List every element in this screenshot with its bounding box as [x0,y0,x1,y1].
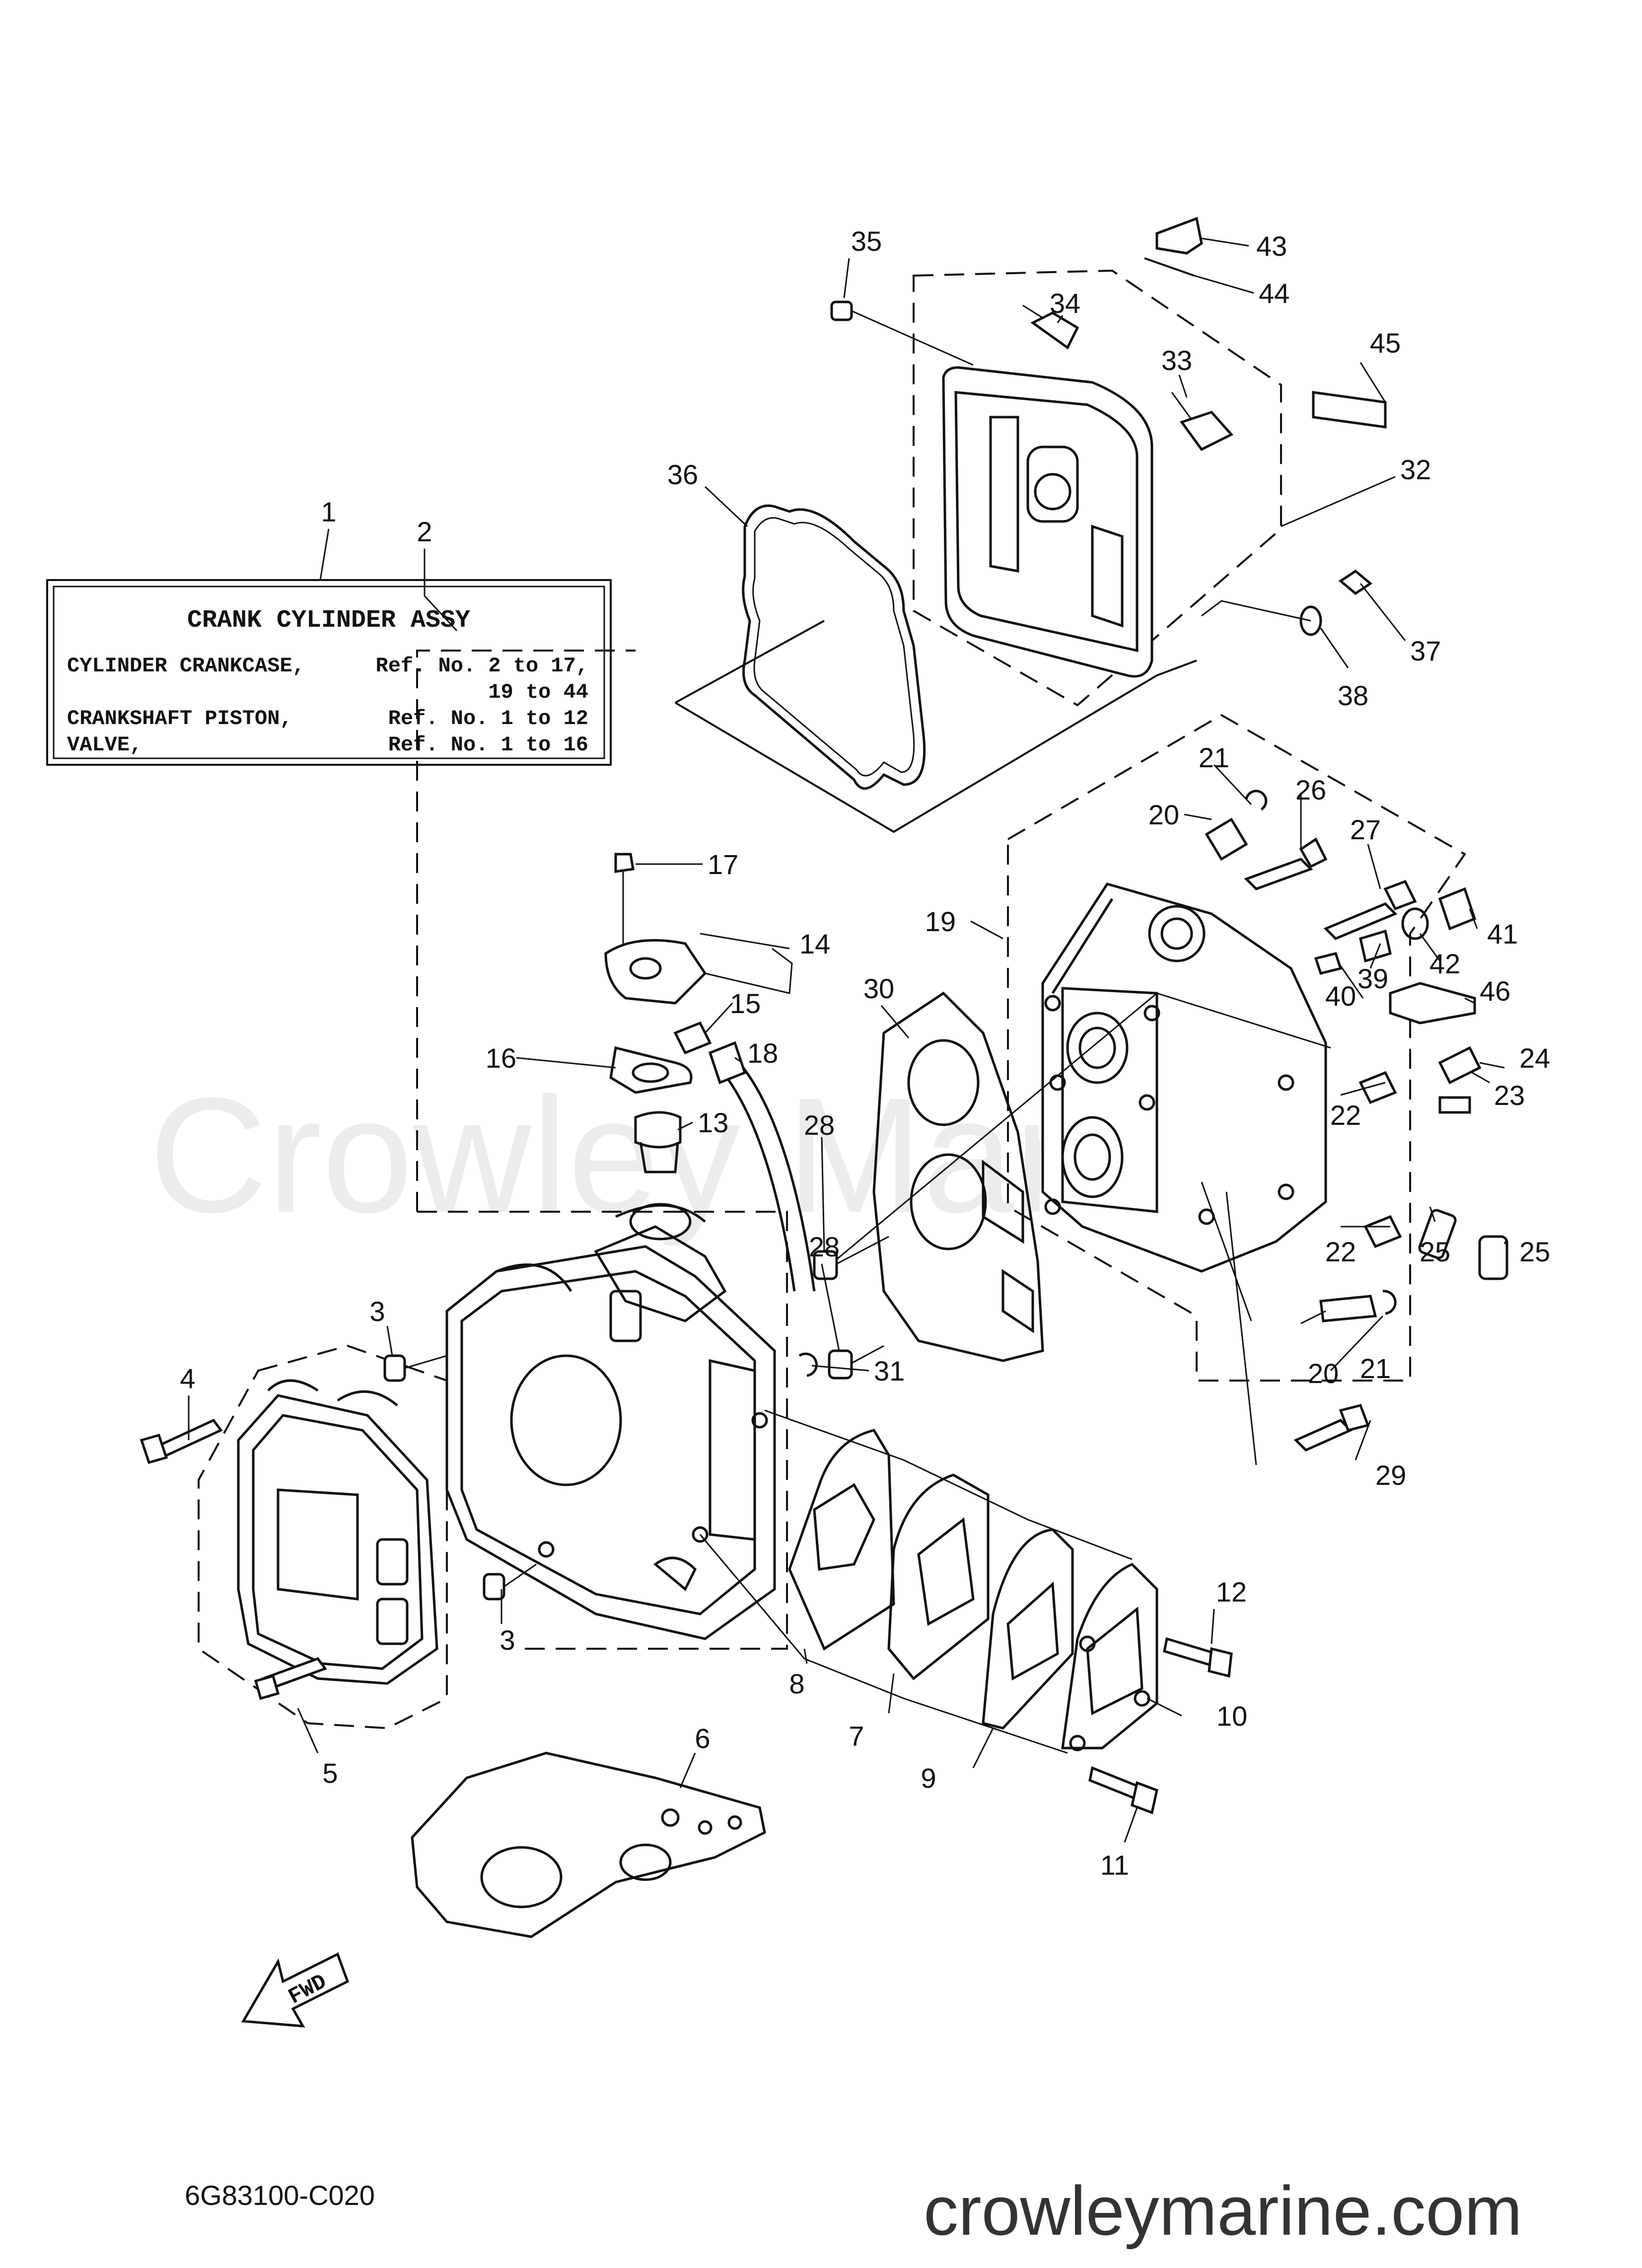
callout-21b: 21 [1360,1353,1391,1384]
callout-17: 17 [708,849,738,880]
callout-20b: 20 [1308,1358,1339,1389]
callout-leaders [188,237,1508,1843]
callout-3b: 3 [500,1624,515,1656]
website-text: crowleymarine.com [924,2172,1522,2250]
callout-30: 30 [863,973,894,1004]
callout-15: 15 [730,988,761,1019]
callout-7: 7 [849,1720,864,1752]
callout-33: 33 [1161,345,1192,376]
callout-12: 12 [1216,1576,1247,1608]
callout-25a: 25 [1420,1236,1450,1267]
callout-27: 27 [1350,814,1381,845]
callout-21a: 21 [1199,742,1229,773]
title-box-row4-ref: Ref. No. 1 to 16 [388,733,588,757]
callout-24: 24 [1519,1042,1550,1074]
crankcase-group [140,650,1233,1938]
callout-43: 43 [1256,230,1287,262]
callout-34: 34 [1050,288,1080,319]
callout-42: 42 [1429,948,1460,979]
callout-3a: 3 [369,1296,385,1327]
title-box-row3-ref: Ref. No. 1 to 12 [388,707,588,731]
callout-44: 44 [1259,278,1289,309]
callout-38: 38 [1338,680,1368,711]
callout-4: 4 [180,1363,195,1394]
callout-45: 45 [1370,327,1401,359]
callout-22a: 22 [1330,1099,1361,1131]
callout-18: 18 [747,1037,778,1069]
title-box-row4-label: VALVE, [67,733,142,757]
callout-2: 2 [417,516,432,547]
callout-41: 41 [1487,918,1518,950]
callout-22b: 22 [1325,1236,1356,1267]
callout-37: 37 [1410,635,1441,666]
callout-11: 11 [1100,1849,1129,1881]
callout-29: 29 [1375,1460,1406,1491]
callout-6: 6 [695,1723,710,1754]
callout-14: 14 [799,928,830,959]
callout-46: 46 [1480,975,1510,1007]
callout-26: 26 [1295,774,1326,805]
callout-8: 8 [789,1668,804,1699]
title-box-row1-ref: Ref. No. 2 to 17, [376,654,588,678]
callout-1: 1 [321,496,336,527]
callout-35: 35 [851,225,882,257]
callout-36: 36 [667,459,698,490]
callout-28a: 28 [804,1109,835,1141]
callout-19: 19 [925,906,956,937]
cylinder-head-group [834,714,1508,1465]
callout-16: 16 [486,1042,516,1074]
callout-5: 5 [322,1757,338,1789]
callout-numbers: 1 2 3 3 4 5 6 7 8 9 10 11 12 13 14 15 16… [180,225,1550,1881]
callout-39: 39 [1357,963,1388,994]
head-gasket [872,991,1044,1362]
callout-23: 23 [1494,1080,1525,1111]
title-box-row2-ref: 19 to 44 [488,680,588,704]
head-cover-group [674,217,1387,833]
title-box-row3-label: CRANKSHAFT PISTON, [67,707,292,731]
callout-10: 10 [1216,1700,1247,1732]
title-box-heading: CRANK CYLINDER ASSY [187,606,470,635]
fwd-arrow: FWD [241,1952,350,2028]
callout-13: 13 [698,1107,728,1138]
diagram-code: 6G83100-C020 [185,2180,375,2211]
callout-40: 40 [1325,980,1356,1012]
callout-20a: 20 [1148,799,1179,830]
callout-31: 31 [874,1355,905,1387]
callout-32: 32 [1400,454,1431,485]
title-box: CRANK CYLINDER ASSY CYLINDER CRANKCASE, … [46,579,612,766]
callout-28b: 28 [809,1231,840,1262]
callout-9: 9 [921,1762,936,1794]
callout-25b: 25 [1519,1236,1550,1267]
title-box-row1-label: CYLINDER CRANKCASE, [67,654,305,678]
